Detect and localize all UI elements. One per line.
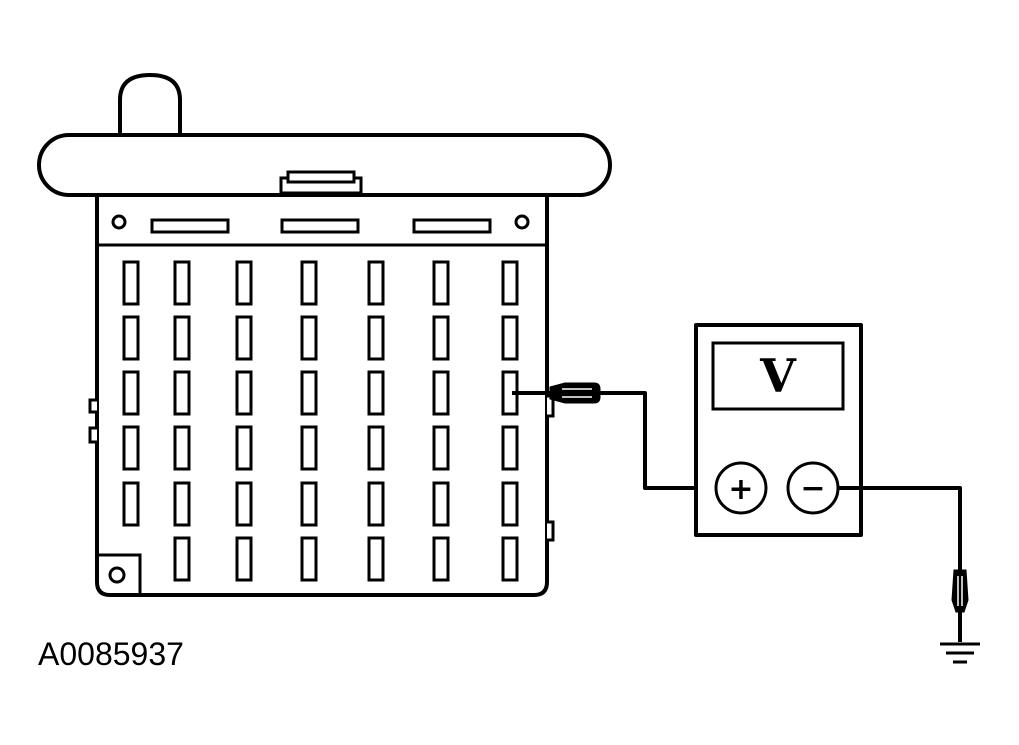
panel-center-tab-inner	[286, 170, 356, 184]
relay-slot-2	[280, 218, 360, 234]
fuse-slot-r5-c2	[173, 481, 191, 527]
fuse-panel-body	[95, 186, 549, 597]
fuse-slot-r3-c4	[300, 370, 318, 416]
positive-terminal[interactable]	[714, 461, 768, 515]
corner-screw	[108, 566, 126, 584]
probe-body[interactable]	[549, 382, 601, 404]
fuse-slot-r3-c1	[122, 370, 140, 416]
header-screw-right	[514, 214, 530, 230]
fuse-slot-r1-c3	[235, 260, 253, 306]
fuse-slot-r5-c1	[122, 481, 140, 527]
panel-top-flange	[37, 133, 612, 197]
fuse-slot-r5-c5	[367, 481, 385, 527]
fuse-slot-r1-c6	[432, 260, 450, 306]
fuse-slot-r2-c5	[367, 315, 385, 361]
multimeter-display	[711, 341, 845, 411]
fuse-slot-r2-c7	[501, 315, 519, 361]
multimeter-display-letter: V	[759, 349, 797, 403]
fuse-slot-r1-c7	[501, 260, 519, 306]
fuse-slot-r4-c3	[235, 425, 253, 471]
fuse-slot-r6-c3	[235, 536, 253, 582]
fuse-slot-r2-c2	[173, 315, 191, 361]
fuse-slot-r3-c6	[432, 370, 450, 416]
negative-terminal-sign: −	[800, 471, 825, 506]
panel-handle-knob	[118, 73, 182, 139]
fuse-slot-r2-c6	[432, 315, 450, 361]
fuse-slot-r4-c1	[122, 425, 140, 471]
fuse-grid	[122, 260, 519, 582]
fuse-slot-r2-c4	[300, 315, 318, 361]
header-screw-left	[111, 214, 127, 230]
fuse-slot-r3-c2	[173, 370, 191, 416]
relay-slot-3	[412, 218, 492, 234]
negative-test-lead	[838, 486, 962, 570]
fuse-slot-r3-c5	[367, 370, 385, 416]
fuse-slot-r1-c2	[173, 260, 191, 306]
fuse-slot-r4-c7	[501, 425, 519, 471]
figure-id-label: A0085937	[38, 636, 184, 672]
positive-test-lead	[600, 391, 716, 490]
fuse-slot-r5-c7	[501, 481, 519, 527]
relay-slot-1	[150, 218, 230, 234]
fuse-slot-r3-c3	[235, 370, 253, 416]
ground-symbol-icon	[940, 642, 980, 664]
fuse-slot-r6-c2	[173, 536, 191, 582]
fuse-slot-r1-c1	[122, 260, 140, 306]
fuse-slot-r5-c6	[432, 481, 450, 527]
fuse-slot-r5-c4	[300, 481, 318, 527]
ground-probe-highlight	[957, 576, 963, 606]
probe-body-highlight	[562, 388, 592, 398]
fuse-slot-r6-c4	[300, 536, 318, 582]
fuse-slot-r4-c2	[173, 425, 191, 471]
fuse-slot-r4-c4	[300, 425, 318, 471]
fuse-slot-r2-c3	[235, 315, 253, 361]
fuse-slot-r4-c5	[367, 425, 385, 471]
fuse-slot-r5-c3	[235, 481, 253, 527]
fuse-slot-r1-c5	[367, 260, 385, 306]
fuse-slot-r2-c1	[122, 315, 140, 361]
ground-probe-body[interactable]	[951, 569, 969, 613]
fuse-slot-r6-c7	[501, 536, 519, 582]
fuse-slot-r6-c5	[367, 536, 385, 582]
fuse-slot-r1-c4	[300, 260, 318, 306]
left-latch	[88, 398, 97, 444]
fuse-slot-r6-c6	[432, 536, 450, 582]
fuse-slot-r4-c6	[432, 425, 450, 471]
positive-terminal-sign: +	[728, 472, 753, 507]
